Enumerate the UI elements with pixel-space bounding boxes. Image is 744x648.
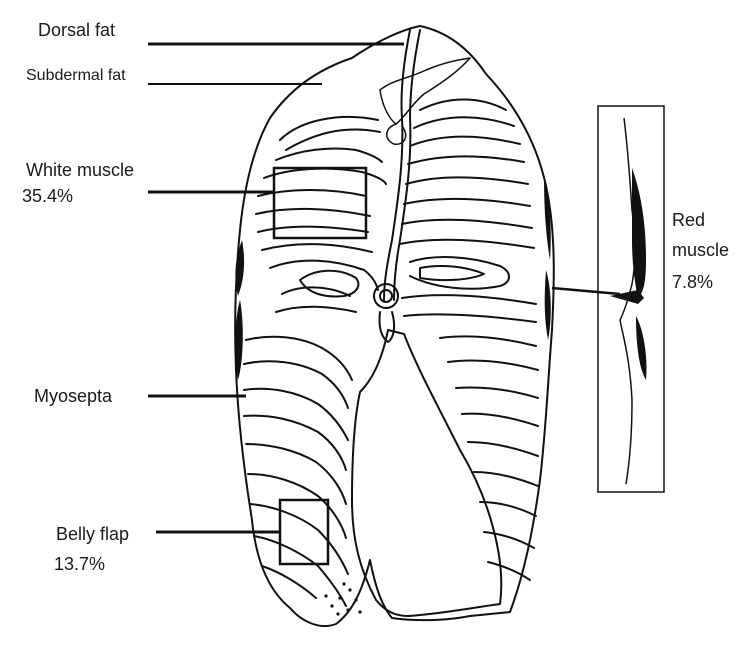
label-myosepta: Myosepta [34, 384, 112, 408]
label-white-muscle: White muscle [26, 158, 134, 182]
label-red-muscle-line1: Red [672, 208, 705, 232]
red-muscle-left [235, 240, 244, 296]
label-white-muscle-pct: 35.4% [22, 184, 73, 208]
label-red-muscle-line2: muscle [672, 238, 729, 262]
label-belly-flap-pct: 13.7% [54, 552, 105, 576]
leader-red-muscle [552, 288, 620, 294]
label-belly-flap: Belly flap [56, 522, 129, 546]
dorsal-fat-region [380, 58, 470, 124]
red-muscle-inset [610, 118, 647, 484]
label-dorsal-fat: Dorsal fat [38, 18, 115, 42]
label-subdermal-fat: Subdermal fat [26, 64, 126, 88]
label-red-muscle-pct: 7.8% [672, 270, 713, 294]
